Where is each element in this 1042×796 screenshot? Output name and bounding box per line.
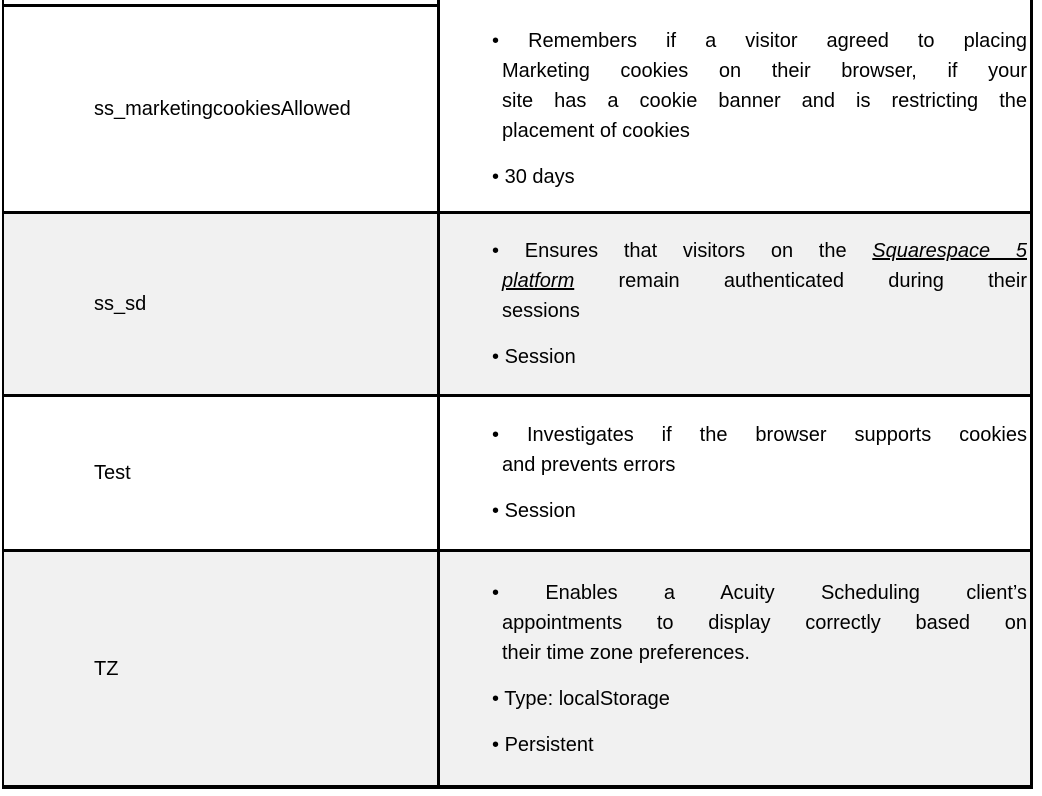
- bullet-marker-icon: •: [492, 240, 500, 262]
- table-row: TZ • Enables a Acuity Scheduling client’…: [4, 549, 1030, 785]
- text-line: • Ensures that visitors on the Squarespa…: [492, 240, 1027, 262]
- bullet-item: • Enables a Acuity Scheduling client’s ap…: [448, 578, 1027, 668]
- text-line: • Session: [492, 500, 576, 522]
- cookie-name-cell: ss_marketingcookiesAllowed: [4, 7, 440, 211]
- bullet-item: • Investigates if the browser supports c…: [448, 420, 1027, 480]
- text-line: • 30 days: [492, 166, 575, 188]
- cookie-name-cell: Test: [4, 397, 440, 549]
- bullet-item: • Session: [448, 496, 1027, 526]
- table-row-partial: [4, 0, 1030, 16]
- text-line: placement of cookies: [502, 120, 690, 142]
- bullet-marker-icon: •: [492, 500, 500, 522]
- bullet-marker-icon: •: [492, 166, 500, 188]
- cookie-details: • Remembers if a visitor agreed to placi…: [440, 7, 1030, 211]
- bullet-item: • Persistent: [448, 730, 1027, 760]
- table-row: Test • Investigates if the browser suppo…: [4, 394, 1030, 549]
- cookie-name: TZ: [94, 657, 119, 680]
- squarespace-5-platform-link[interactable]: Squarespace 5: [872, 240, 1027, 262]
- text-line: • Session: [492, 346, 576, 368]
- text-line: their time zone preferences.: [502, 641, 750, 664]
- squarespace-5-platform-link[interactable]: platform: [502, 270, 575, 292]
- cookie-name-cell: TZ: [4, 552, 440, 785]
- text-line: and prevents errors: [502, 454, 676, 476]
- bullet-item: • 30 days: [448, 162, 1027, 192]
- text-line: • Investigates if the browser supports c…: [492, 424, 1027, 446]
- cookie-name: ss_marketingcookiesAllowed: [94, 98, 351, 120]
- text-line: sessions: [502, 300, 580, 322]
- cookie-name-cell: ss_sd: [4, 214, 440, 394]
- bullet-marker-icon: •: [492, 424, 500, 446]
- bullet-marker-icon: •: [492, 581, 500, 604]
- cookie-details: • Enables a Acuity Scheduling client’s ap…: [440, 552, 1030, 785]
- cookie-name: Test: [94, 462, 131, 484]
- partial-cell-name: [4, 0, 440, 4]
- text-line: Marketing cookies on their browser, if y…: [502, 60, 1027, 82]
- bullet-item: • Remembers if a visitor agreed to placi…: [448, 26, 1027, 146]
- text-line: site has a cookie banner and is restrict…: [502, 90, 1027, 112]
- table-row: ss_sd • Ensures that visitors on the Squ…: [4, 211, 1030, 394]
- text-line: appointments to display correctly based …: [502, 611, 1027, 634]
- bullet-marker-icon: •: [492, 346, 500, 368]
- cookie-details: • Investigates if the browser supports c…: [440, 397, 1030, 549]
- table-row: ss_marketingcookiesAllowed • Remembers i…: [4, 4, 1030, 211]
- bullet-item: • Type: localStorage: [448, 684, 1027, 714]
- bullet-marker-icon: •: [492, 687, 500, 710]
- bullet-item: • Session: [448, 342, 1027, 372]
- bullet-marker-icon: •: [492, 733, 500, 756]
- bullet-marker-icon: •: [492, 30, 500, 52]
- bullet-item: • Ensures that visitors on the Squarespa…: [448, 236, 1027, 326]
- text-line: • Persistent: [492, 733, 594, 756]
- cookie-details: • Ensures that visitors on the Squarespa…: [440, 214, 1030, 394]
- text-line: • Enables a Acuity Scheduling client’s: [492, 581, 1027, 604]
- text-line: platform remain authenticated during the…: [502, 270, 1027, 292]
- text-line: • Remembers if a visitor agreed to placi…: [492, 30, 1027, 52]
- text-line: • Type: localStorage: [492, 687, 670, 710]
- cookie-name: ss_sd: [94, 293, 147, 315]
